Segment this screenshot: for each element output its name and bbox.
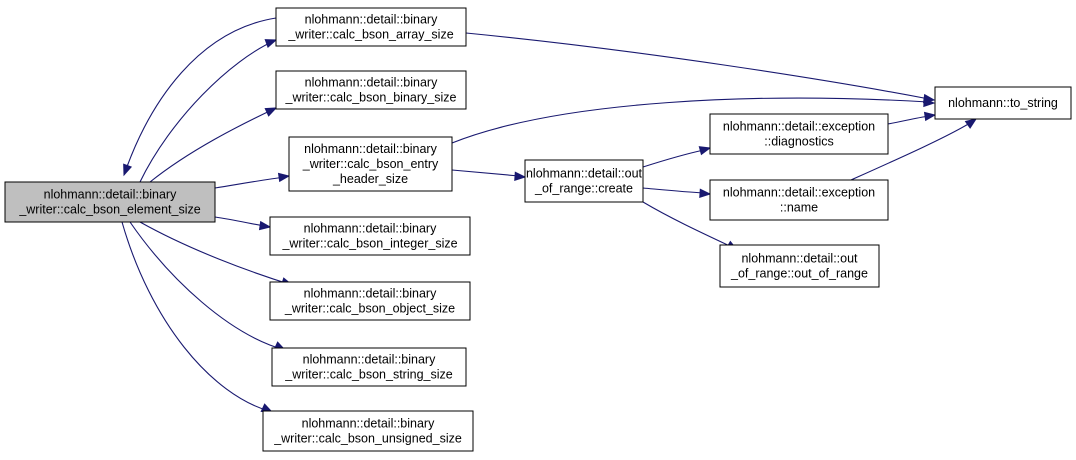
node-label-line: ::diagnostics (764, 135, 833, 149)
node-label-line: _writer::calc_bson_binary_size (285, 91, 457, 105)
edges-layer (121, 17, 978, 413)
node-root[interactable]: nlohmann::detail::binary_writer::calc_bs… (4, 181, 216, 223)
edge-diagnostics-to-tostring (887, 111, 937, 125)
node-integer[interactable]: nlohmann::detail::binary_writer::calc_bs… (269, 216, 471, 256)
arrowhead-icon (277, 172, 291, 183)
node-string[interactable]: nlohmann::detail::binary_writer::calc_bs… (271, 347, 467, 387)
edge-root-to-binary (149, 107, 278, 183)
edge-line (214, 176, 286, 189)
node-label-line: _writer::calc_bson_array_size (287, 28, 453, 42)
edge-line (642, 201, 733, 248)
node-label-line: nlohmann::detail::binary (304, 142, 437, 156)
node-box[interactable] (709, 113, 889, 155)
node-label-line: _writer::calc_bson_unsigned_size (273, 432, 462, 446)
edge-line (149, 107, 277, 183)
node-label-line: nlohmann::to_string (948, 96, 1058, 110)
node-entry[interactable]: nlohmann::detail::binary_writer::calc_bs… (288, 136, 453, 192)
edge-line (121, 221, 273, 413)
node-diagnostics[interactable]: nlohmann::detail::exception::diagnostics (709, 113, 889, 155)
edge-line (139, 221, 293, 286)
edge-line (123, 17, 277, 176)
node-label-line: nlohmann::detail::binary (305, 76, 438, 90)
node-box[interactable] (269, 216, 471, 256)
node-label-line: nlohmann::detail::binary (303, 353, 436, 367)
edge-line (642, 149, 705, 168)
nodes-layer: nlohmann::detail::binary_writer::calc_bs… (4, 7, 1072, 452)
edge-line (451, 97, 929, 144)
node-label-line: nlohmann::detail::exception (723, 186, 875, 200)
node-box[interactable] (4, 181, 216, 223)
arrowhead-icon (264, 107, 278, 117)
node-label-line: _of_range::out_of_range (730, 267, 868, 281)
edge-line (850, 122, 971, 181)
node-label-line: _header_size (332, 172, 408, 186)
node-label-line: nlohmann::detail::binary (44, 188, 177, 202)
node-array[interactable]: nlohmann::detail::binary_writer::calc_bs… (275, 7, 467, 47)
edge-line (451, 169, 520, 177)
edge-create-to-diagnostics (642, 146, 712, 168)
edge-line (465, 32, 930, 100)
edge-line (139, 39, 277, 183)
node-label-line: nlohmann::detail::out (526, 167, 643, 181)
edge-root-to-integer (214, 216, 272, 231)
edge-create-to-name (642, 187, 712, 198)
node-label-line: nlohmann::detail::binary (304, 222, 437, 236)
node-box[interactable] (269, 281, 471, 321)
node-label-line: nlohmann::detail::binary (302, 417, 435, 431)
edge-entry-to-tostring (451, 97, 936, 144)
arrowhead-icon (123, 163, 133, 177)
edge-root-to-unsigned (121, 221, 274, 413)
edge-line (887, 115, 930, 125)
node-label-line: nlohmann::detail::exception (723, 120, 875, 134)
node-box[interactable] (934, 86, 1072, 120)
node-create[interactable]: nlohmann::detail::out_of_range::create (524, 159, 644, 203)
edge-array-to-tostring (465, 32, 936, 104)
edge-line (129, 221, 286, 351)
node-label-line: nlohmann::detail::binary (305, 13, 438, 27)
edge-root-to-string (129, 221, 287, 351)
node-label-line: _writer::calc_bson_object_size (284, 302, 455, 316)
arrowhead-icon (514, 171, 527, 181)
edge-entry-to-create (451, 169, 527, 181)
node-box[interactable] (275, 7, 467, 47)
node-box[interactable] (262, 410, 474, 452)
node-tostring[interactable]: nlohmann::to_string (934, 86, 1072, 120)
edge-root-to-array (139, 39, 278, 183)
arrowhead-icon (258, 220, 272, 231)
node-label-line: _of_range::create (534, 182, 633, 196)
arrowhead-icon (699, 188, 712, 198)
edge-root-to-entry (214, 172, 291, 189)
arrowhead-icon (264, 39, 278, 49)
node-name[interactable]: nlohmann::detail::exception::name (709, 179, 889, 221)
node-box[interactable] (709, 179, 889, 221)
node-box[interactable] (271, 347, 467, 387)
node-unsigned[interactable]: nlohmann::detail::binary_writer::calc_bs… (262, 410, 474, 452)
node-label-line: ::name (780, 201, 818, 215)
node-label-line: _writer::calc_bson_element_size (18, 203, 200, 217)
node-box[interactable] (288, 136, 453, 192)
edge-array-to-root (123, 17, 277, 177)
arrowhead-icon (923, 97, 936, 108)
arrowhead-icon (698, 146, 712, 156)
node-box[interactable] (524, 159, 644, 203)
edge-root-to-object (139, 221, 294, 287)
node-label-line: nlohmann::detail::out (741, 252, 858, 266)
edge-line (642, 187, 705, 194)
node-box[interactable] (719, 244, 880, 288)
node-label-line: nlohmann::detail::binary (304, 287, 437, 301)
node-box[interactable] (275, 70, 467, 110)
node-label-line: _writer::calc_bson_integer_size (281, 237, 457, 251)
node-binary[interactable]: nlohmann::detail::binary_writer::calc_bs… (275, 70, 467, 110)
arrowhead-icon (964, 118, 978, 129)
edge-name-to-tostring (850, 118, 978, 181)
arrowhead-icon (923, 111, 937, 122)
node-object[interactable]: nlohmann::detail::binary_writer::calc_bs… (269, 281, 471, 321)
node-oor[interactable]: nlohmann::detail::out_of_range::out_of_r… (719, 244, 880, 288)
node-label-line: _writer::calc_bson_entry (302, 157, 439, 171)
node-label-line: _writer::calc_bson_string_size (284, 368, 452, 382)
